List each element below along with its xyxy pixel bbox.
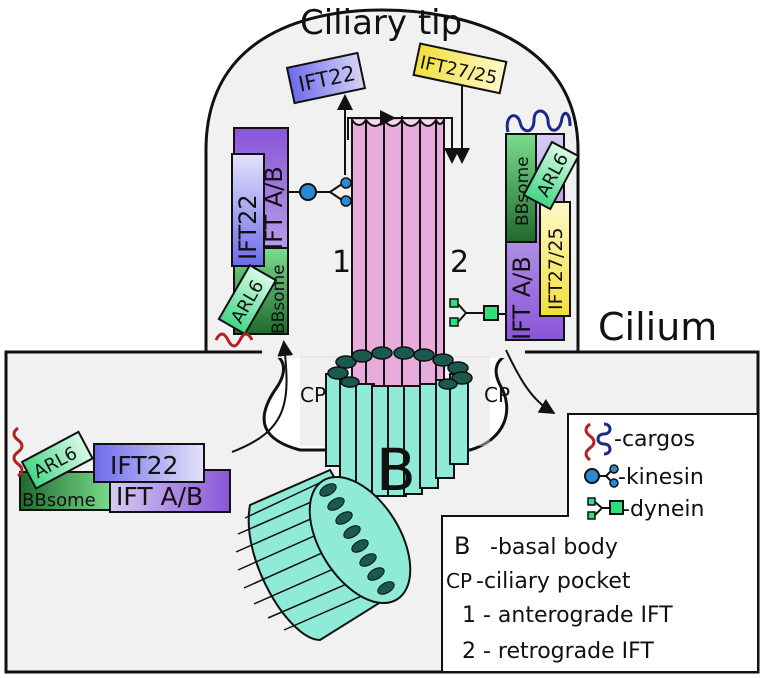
ift-ab-retrograde-label: IFT A/B <box>508 256 536 340</box>
anterograde-number: 1 <box>332 245 351 280</box>
cytoplasmic-complex: ARL6 BBsome IFT22 IFT A/B <box>12 426 231 513</box>
legend-dynein-icon <box>587 497 624 520</box>
cargo-red-cytoplasmic <box>12 426 24 478</box>
dynein-motor <box>449 298 506 327</box>
ift22-cytoplasmic-label: IFT22 <box>110 451 178 480</box>
legend-kinesin: -kinesin <box>618 465 704 490</box>
legend-anterograde: 1 - anterograde IFT <box>462 603 673 628</box>
anterograde-train: IFT22 IFT A/B BBsome ARL6 <box>217 127 289 336</box>
kinesin-motor <box>288 177 352 207</box>
basal-body-label: B <box>376 436 416 504</box>
ift27-25-retrograde-label: IFT27/25 <box>545 227 567 310</box>
basal-body-lower <box>235 468 412 642</box>
legend-cargo-blue-icon <box>596 422 612 456</box>
bbsome-anterograde-label: BBsome <box>269 264 289 334</box>
pocket-label-right: CP <box>484 383 510 407</box>
cilium-label: Cilium <box>598 305 717 349</box>
bbsome-retrograde-label: BBsome <box>513 156 533 226</box>
legend-dynein: -dynein <box>622 497 704 522</box>
legend-cp-desc: -ciliary pocket <box>476 569 631 594</box>
basal-body <box>325 346 473 497</box>
pocket-label-left: CP <box>300 383 326 407</box>
legend-cargos: -cargos <box>614 427 695 452</box>
ift22-tip: IFT22 <box>285 51 367 105</box>
ciliary-tip-title: Ciliary tip <box>300 3 462 43</box>
retrograde-number: 2 <box>450 245 469 280</box>
legend-cp-key: CP <box>446 569 472 593</box>
cargo-entry-arrow <box>231 340 294 453</box>
ift-ab-anterograde-label: IFT A/B <box>260 166 288 250</box>
retrograde-train: BBsome IFT A/B IFT27/25 ARL6 <box>505 109 580 341</box>
ift22-anterograde-label: IFT22 <box>234 194 262 260</box>
legend-retrograde: 2 - retrograde IFT <box>462 639 654 664</box>
legend-cargo-red-icon <box>584 422 596 462</box>
cargo-red-anterograde <box>214 332 254 348</box>
legend-b-key: B <box>454 532 470 560</box>
cargo-blue-retrograde <box>505 109 572 133</box>
cargo-exit-arrow <box>505 349 556 415</box>
ift-ab-cytoplasmic-label: IFT A/B <box>116 482 203 511</box>
legend-kinesin-icon <box>584 464 619 488</box>
ift27-25-tip: IFT27/25 <box>412 42 508 95</box>
legend-symbols: -cargos -kinesin -dynein B -basal body C… <box>441 413 759 673</box>
bbsome-cytoplasmic-label: BBsome <box>22 490 96 511</box>
axoneme <box>351 116 445 389</box>
legend-b-desc: -basal body <box>490 535 618 560</box>
